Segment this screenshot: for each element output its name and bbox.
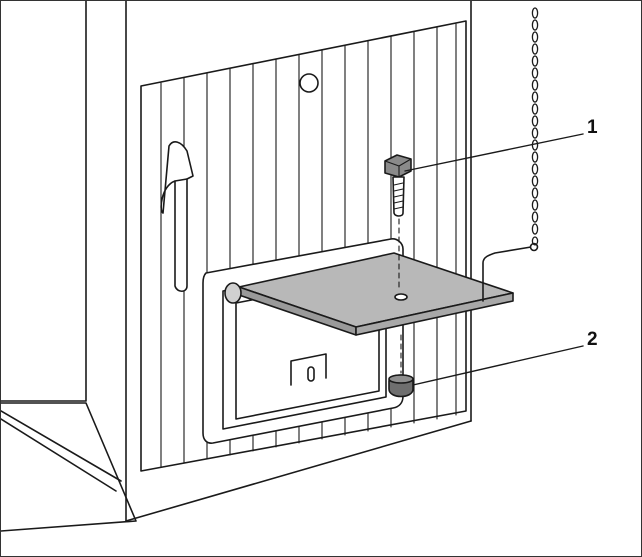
nut [388, 334, 414, 398]
side-handle [160, 141, 194, 293]
shelf-hole [394, 293, 408, 301]
support-rod [482, 246, 532, 302]
hinge-pin [224, 282, 242, 304]
panel-port [299, 73, 319, 93]
appliance-body [1, 1, 472, 532]
callout-label-1: 1 [587, 117, 598, 138]
shelf-plate [224, 242, 539, 336]
hanging-chain [531, 7, 539, 246]
leader-line-2 [412, 345, 584, 386]
leader-line-1 [404, 133, 584, 172]
bolt [384, 154, 412, 292]
callout-label-2: 2 [587, 329, 598, 350]
